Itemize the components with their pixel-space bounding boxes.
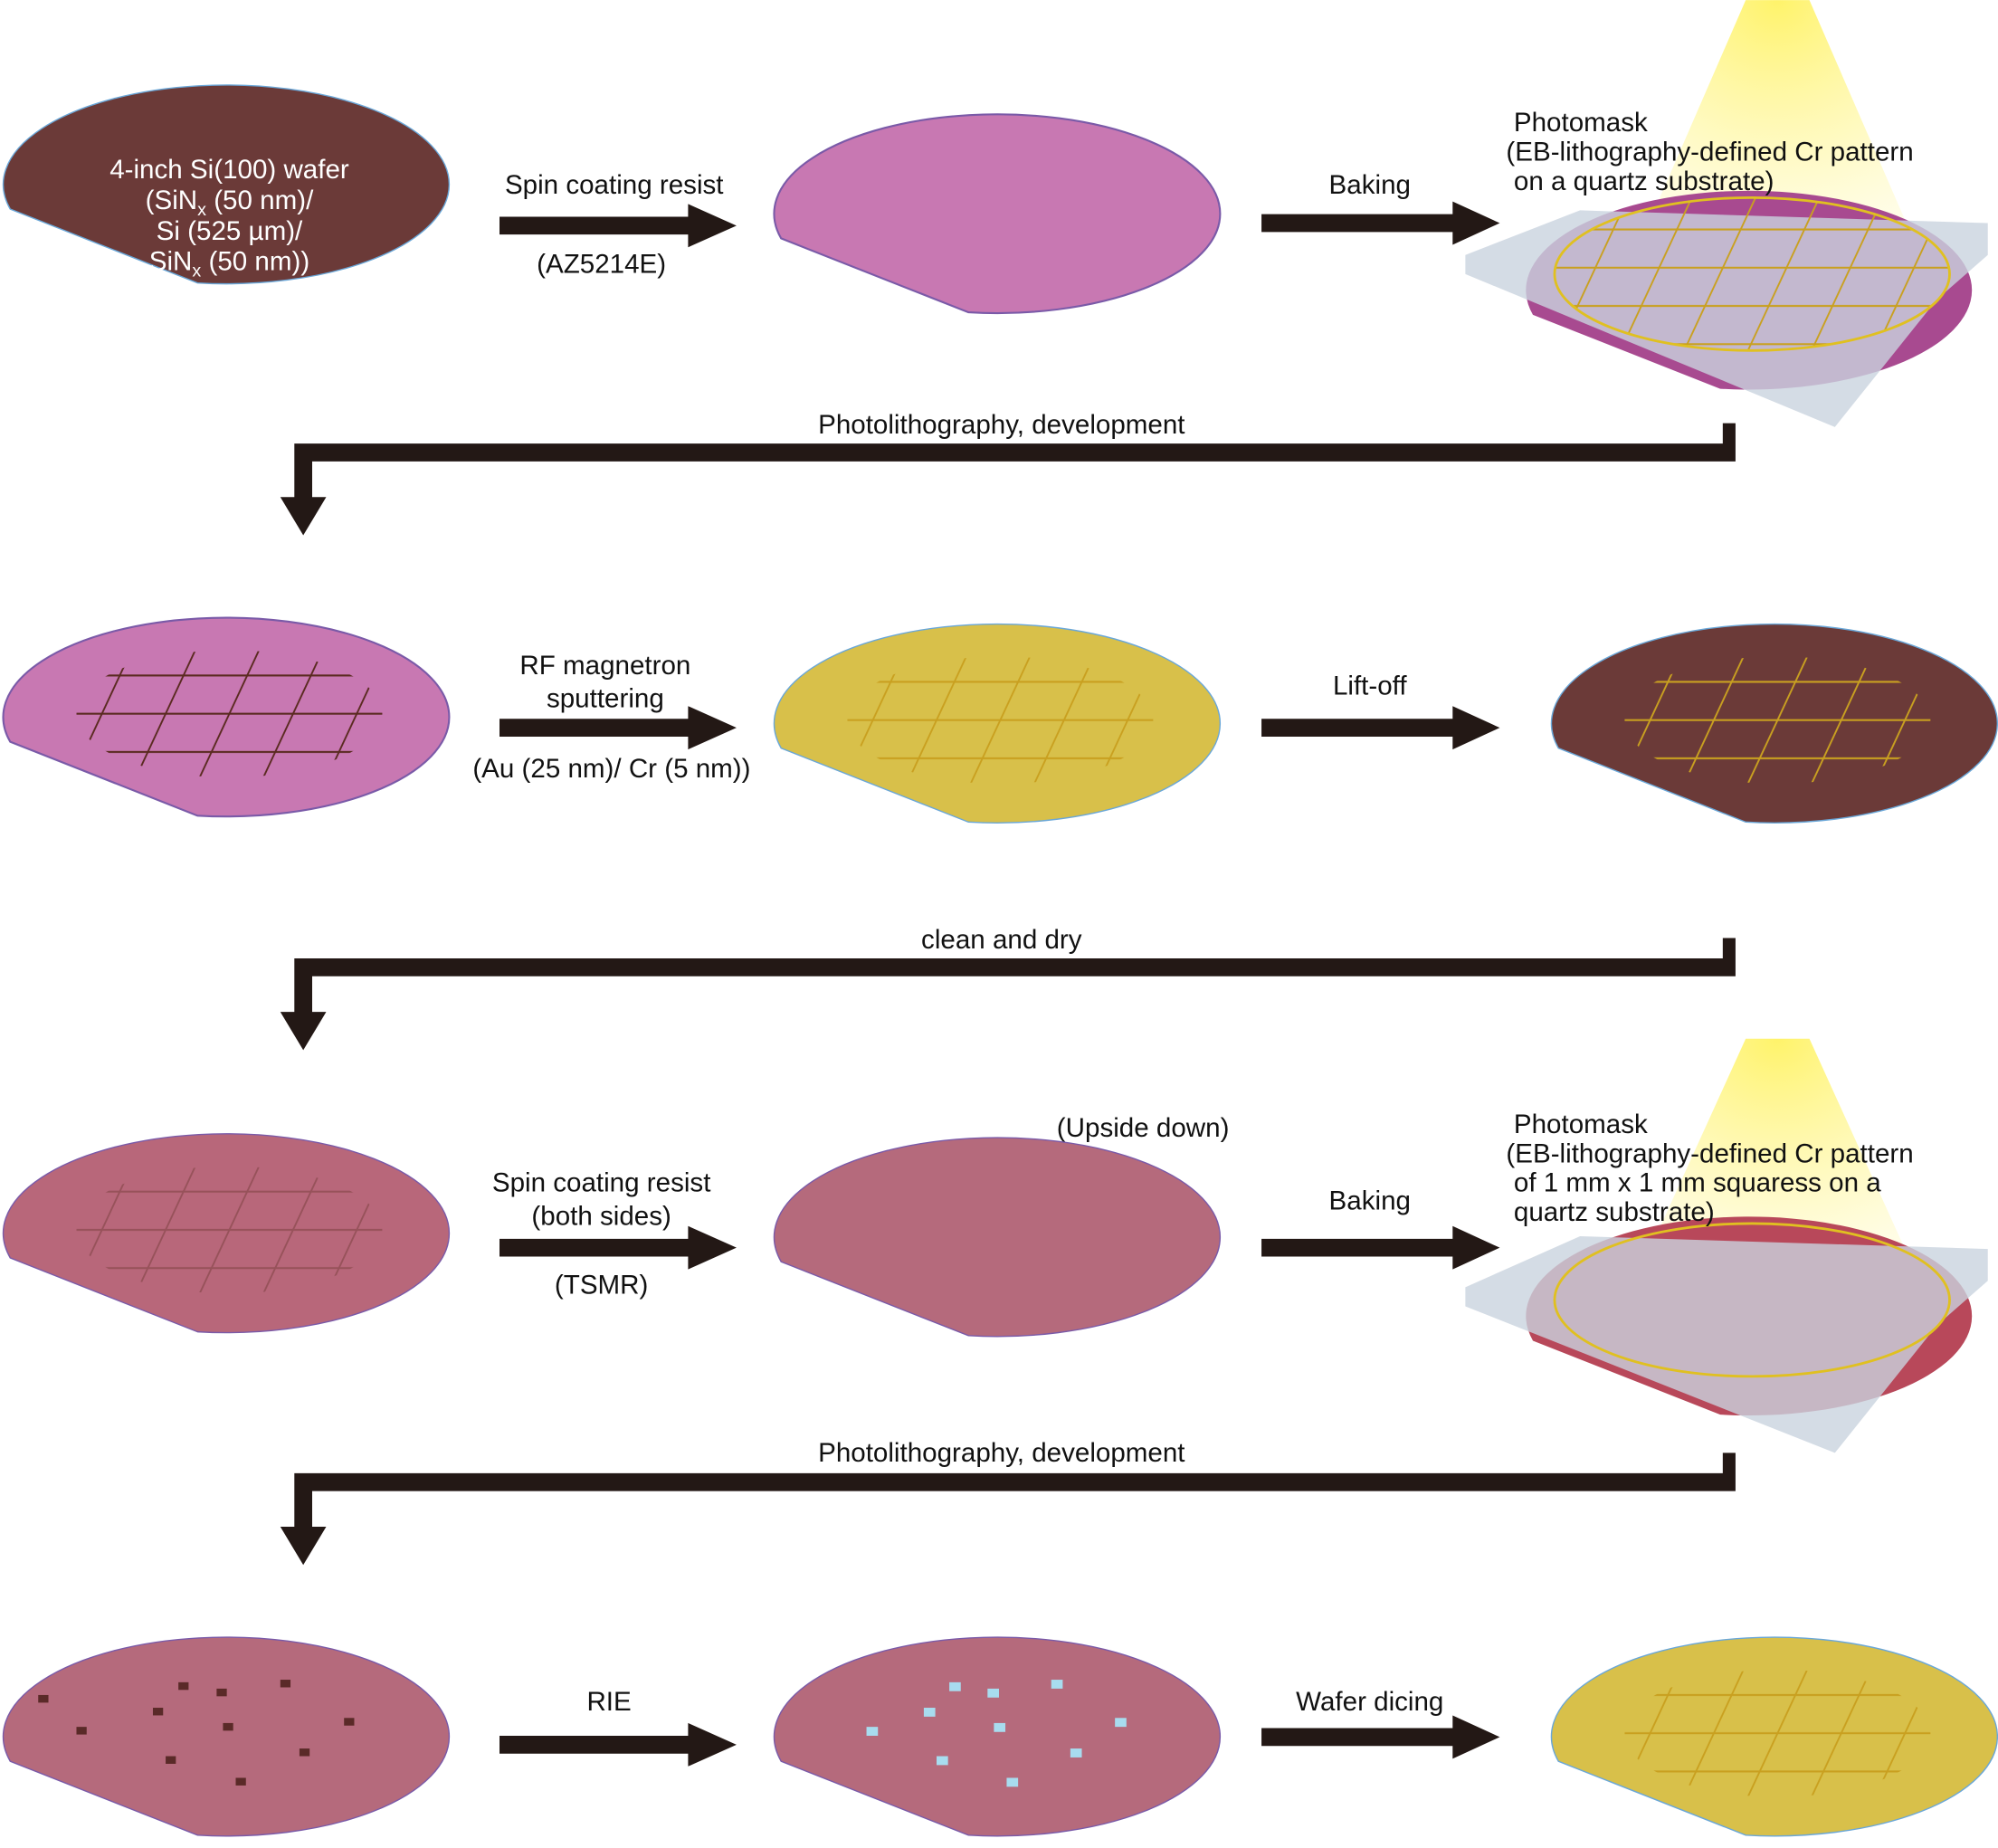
- arrow-spin-coating: Spin coating resist (AZ5214E): [500, 170, 737, 279]
- wafer-label-line2: (SiN: [146, 186, 197, 215]
- wafer-gold-coated: [773, 623, 1222, 824]
- wafer-square-openings: [2, 1636, 451, 1837]
- step-label: RIE: [586, 1687, 631, 1717]
- photomask-desc: (EB-lithography-defined Cr pattern: [1506, 138, 1913, 167]
- wafer-label-line4-end: (50 nm)): [201, 247, 309, 277]
- photomask-plate: [1465, 1236, 1988, 1453]
- arrow-wafer-dicing: Wafer dicing: [1261, 1687, 1500, 1759]
- photomask-desc: of 1 mm x 1 mm squaress on a: [1514, 1168, 1881, 1198]
- step-sublabel: (AZ5214E): [537, 249, 666, 279]
- subscript: x: [192, 262, 201, 281]
- step-label: (both sides): [531, 1201, 671, 1231]
- wafer-resist-pink: [773, 113, 1222, 315]
- upside-down-note: (Upside down): [1057, 1113, 1230, 1143]
- step-label: Spin coating resist: [505, 170, 724, 200]
- photomask-label: Photomask: [1514, 108, 1648, 138]
- photomask-exposure: Photomask (EB-lithography-defined Cr pat…: [1465, 0, 1988, 427]
- step-label: Baking: [1329, 1186, 1411, 1215]
- wafer-bare: 4-inch Si(100) wafer (SiNx (50 nm)/ Si (…: [2, 84, 451, 285]
- wafer-patterned-resist: [2, 616, 451, 818]
- step-label: Spin coating resist: [492, 1168, 711, 1198]
- svg-text:SiNx (50 nm)): SiNx (50 nm)): [149, 247, 309, 281]
- photomask-desc: (EB-lithography-defined Cr pattern: [1506, 1138, 1913, 1168]
- wafer-gold-electrodes: [1550, 623, 1998, 824]
- elbow-arrow-photolithography: Photolithography, development: [280, 410, 1736, 536]
- svg-text:(SiNx (50 nm)/: (SiNx (50 nm)/: [146, 186, 314, 220]
- arrow-baking: Baking: [1261, 170, 1500, 245]
- wafer-upside-down: [773, 1137, 1222, 1338]
- elbow-arrow-photolithography-2: Photolithography, development: [280, 1438, 1736, 1566]
- step-label: clean and dry: [921, 925, 1082, 955]
- arrow-lift-off: Lift-off: [1261, 672, 1500, 750]
- step-label: Baking: [1329, 170, 1411, 200]
- wafer-label-line3: Si (525 µm)/: [157, 216, 303, 246]
- wafer-label-line1: 4-inch Si(100) wafer: [109, 155, 349, 185]
- photomask-label: Photomask: [1514, 1110, 1648, 1139]
- step-label: Lift-off: [1333, 672, 1407, 701]
- step-label: Wafer dicing: [1296, 1687, 1443, 1717]
- subscript: x: [197, 200, 206, 220]
- wafer-label-line2-end: (50 nm)/: [206, 186, 314, 215]
- arrow-spin-coating-both: Spin coating resist (both sides) (TSMR): [492, 1168, 737, 1300]
- wafer-rie-etched: [773, 1636, 1222, 1837]
- arrow-rie: RIE: [500, 1687, 737, 1767]
- elbow-arrow-clean-dry: clean and dry: [280, 925, 1736, 1051]
- photomask-desc: quartz substrate): [1514, 1197, 1715, 1227]
- step-label: sputtering: [547, 684, 664, 714]
- step-sublabel: (TSMR): [555, 1270, 648, 1300]
- step-label: Photolithography, development: [818, 1438, 1185, 1468]
- arrow-baking-2: Baking: [1261, 1186, 1500, 1270]
- step-label: Photolithography, development: [818, 410, 1185, 440]
- wafer-label-line4: SiN: [149, 247, 193, 277]
- photomask-exposure-2: Photomask (EB-lithography-defined Cr pat…: [1465, 1038, 1988, 1453]
- arrow-sputtering: RF magnetron sputtering (Au (25 nm)/ Cr …: [472, 651, 750, 784]
- wafer-final-diced: [1550, 1636, 1998, 1837]
- svg-text:4-inch Si(100) wafer: 4-inch Si(100) wafer: [109, 155, 349, 185]
- photomask-desc: on a quartz substrate): [1514, 167, 1774, 196]
- step-label: RF magnetron: [519, 651, 690, 681]
- wafer-resist-both-sides: [2, 1133, 451, 1334]
- step-sublabel: (Au (25 nm)/ Cr (5 nm)): [472, 754, 750, 784]
